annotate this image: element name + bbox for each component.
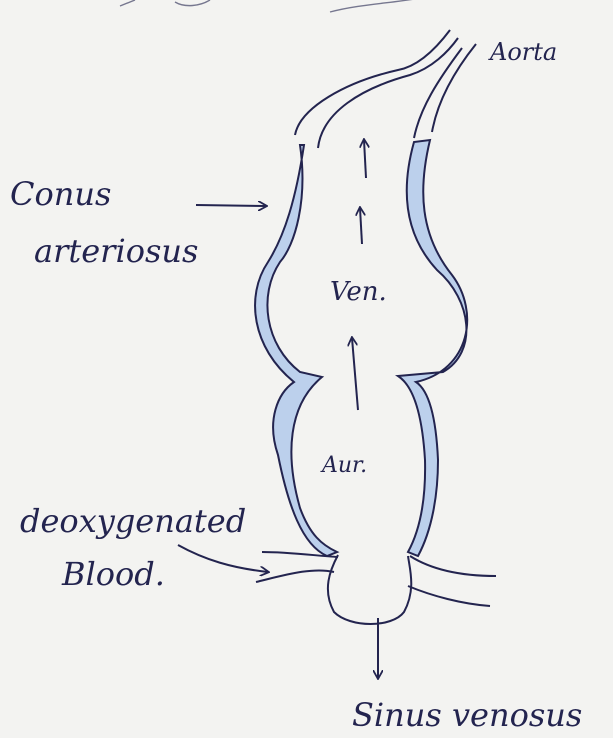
aorta-label: Aorta [488,38,557,66]
sinus-venosus-label: Sinus venosus [352,696,582,734]
sinus-venosus-chamber [256,552,496,624]
top-scribble [120,0,420,12]
left-heart-wall [255,145,337,556]
conus-label-line1: Conus [10,175,111,213]
deoxygenated-label-line2: Blood. [61,555,165,593]
right-heart-wall [398,140,467,556]
blood-flow-arrows [352,140,366,410]
deoxygenated-label-line1: deoxygenated [20,502,246,540]
aorta-vessel [295,30,476,148]
auricle-label: Aur. [320,453,367,478]
ventricle-label: Ven. [330,277,387,307]
conus-label-line2: arteriosus [34,232,198,270]
